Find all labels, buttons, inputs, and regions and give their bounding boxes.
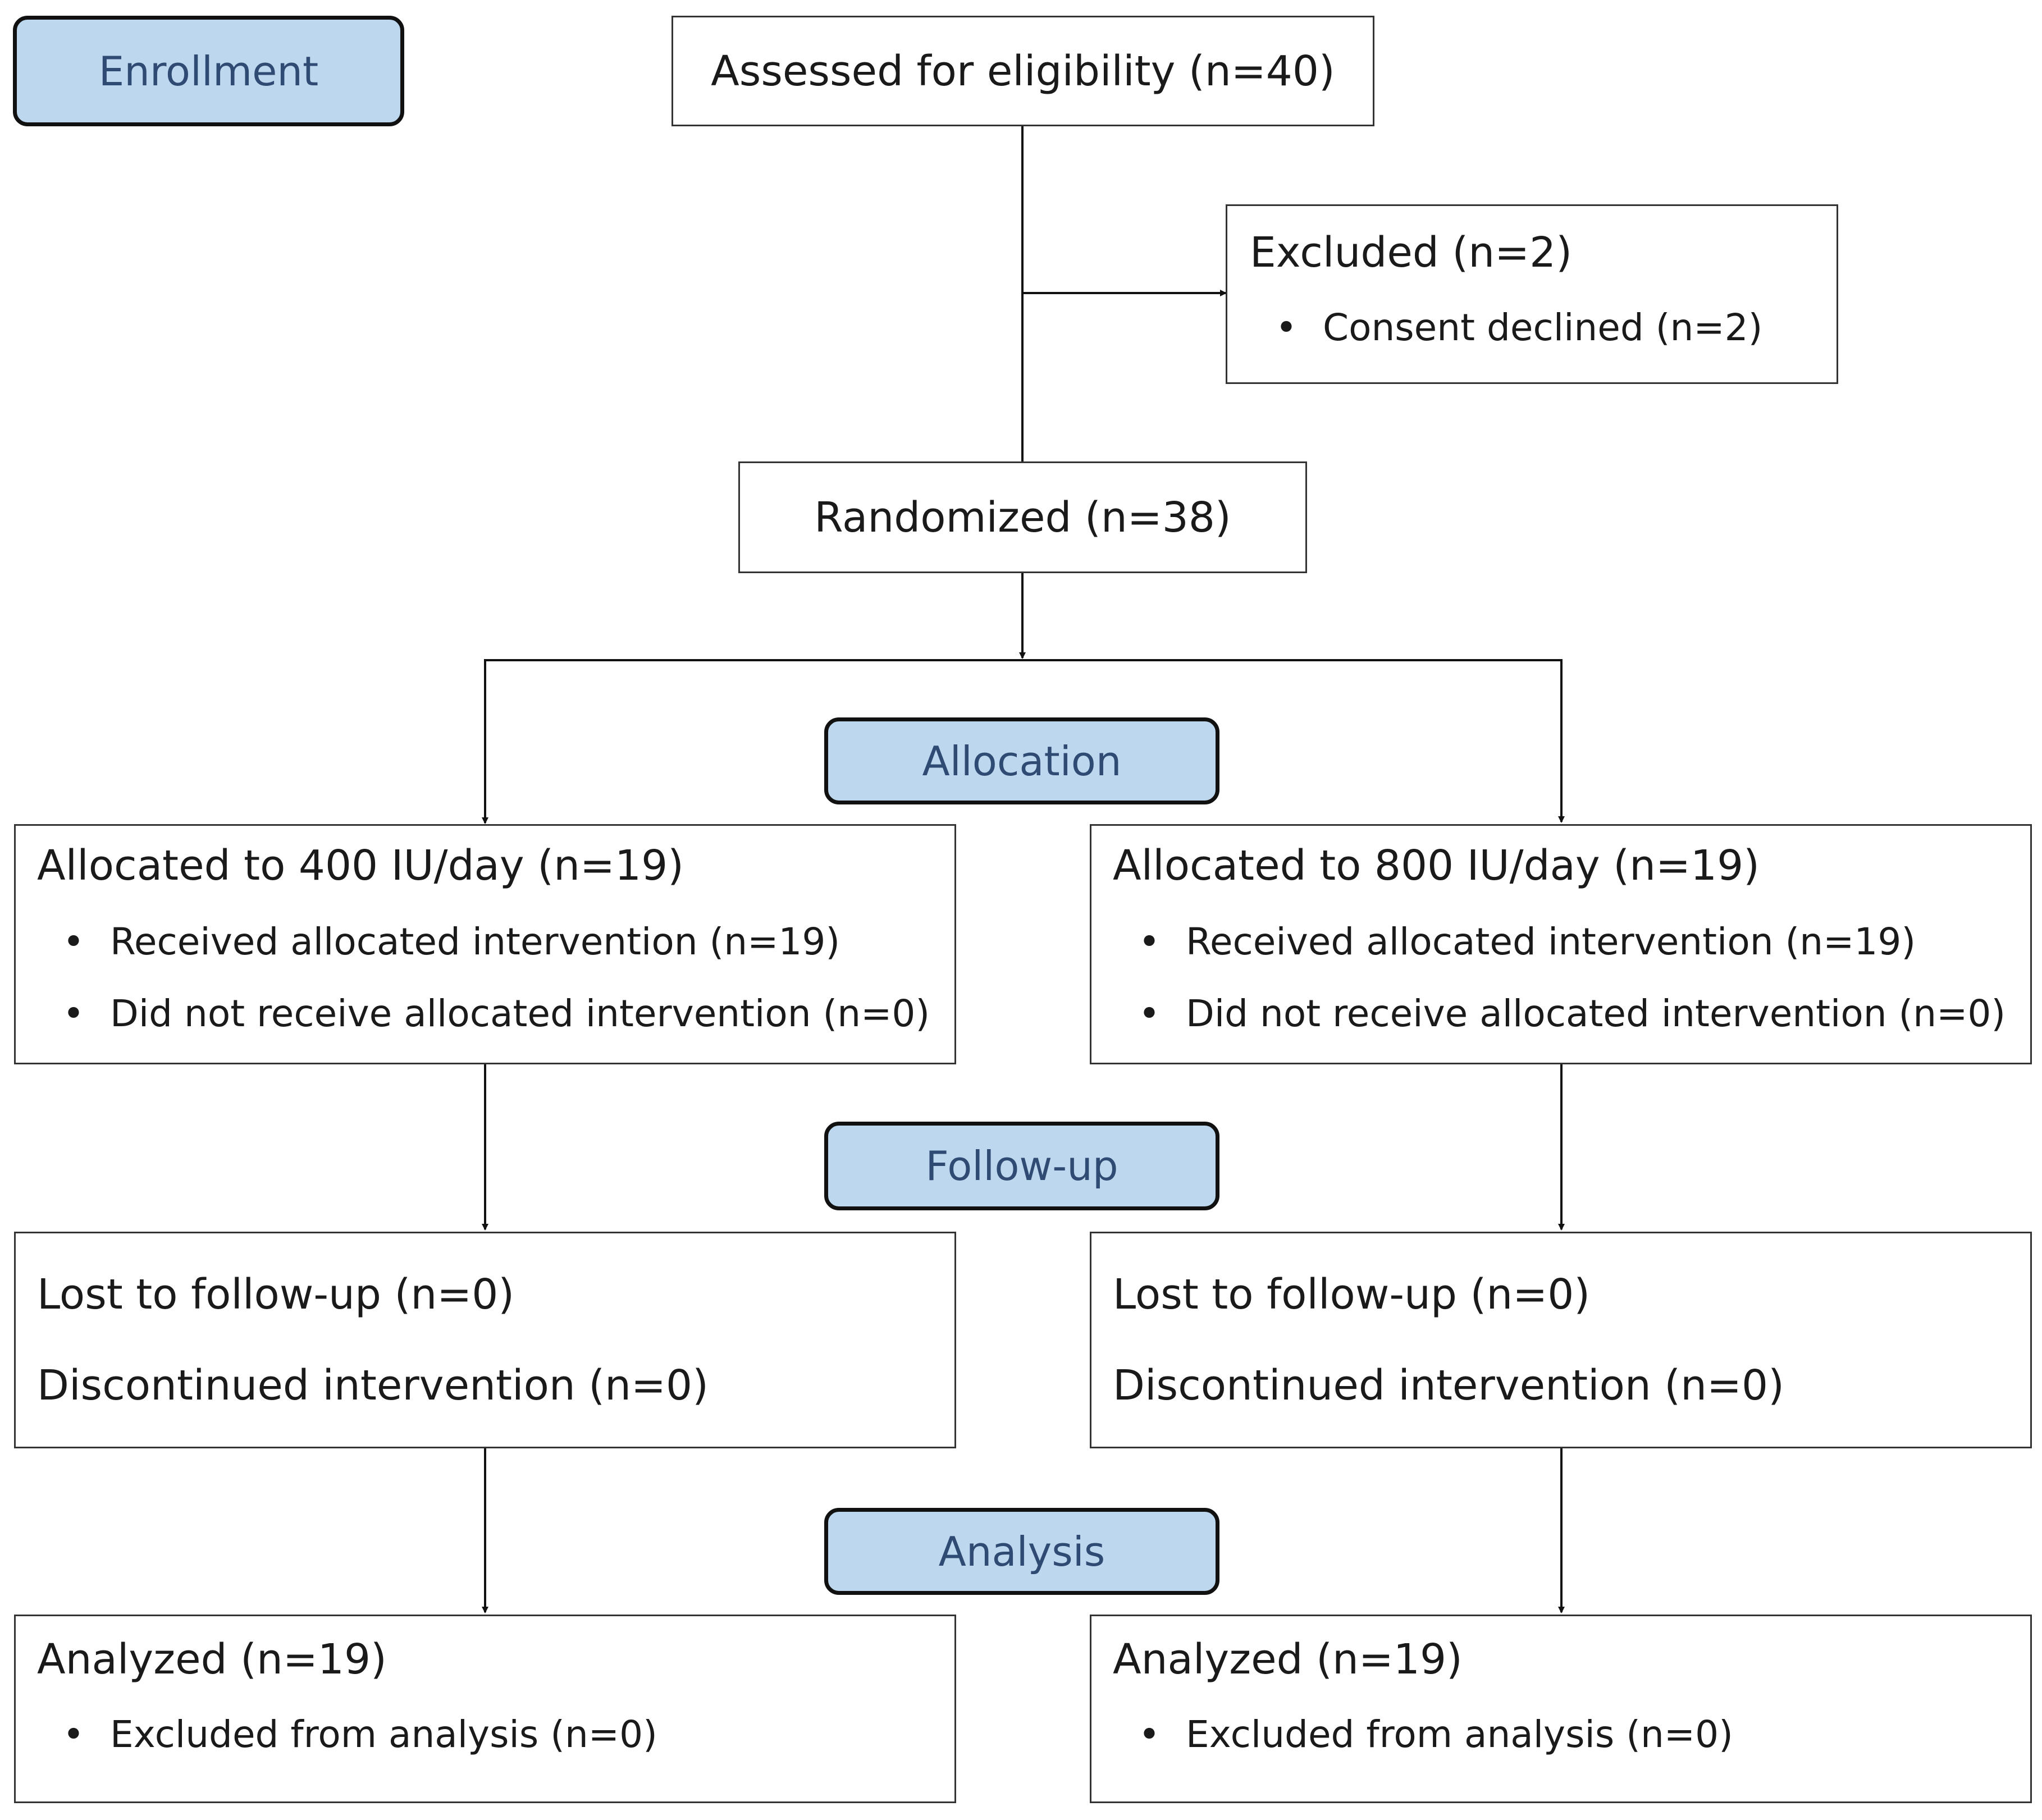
right-analysis-box: Analyzed (n=19) • Excluded from analysis … — [1090, 1615, 2032, 1803]
left-allocated-title: Allocated to 400 IU/day (n=19) — [37, 842, 684, 890]
randomized-box: Randomized (n=38) — [738, 461, 1307, 573]
left-received-item: • Received allocated intervention (n=19) — [37, 920, 840, 963]
left-excluded-analysis-text: Excluded from analysis (n=0) — [110, 1713, 657, 1756]
right-followup-box: Lost to follow-up (n=0) Discontinued int… — [1090, 1232, 2032, 1448]
assessed-text: Assessed for eligibility (n=40) — [711, 47, 1335, 95]
left-discontinued-text: Discontinued intervention (n=0) — [37, 1361, 709, 1410]
left-excluded-analysis-item: • Excluded from analysis (n=0) — [37, 1713, 657, 1756]
right-excluded-analysis-text: Excluded from analysis (n=0) — [1186, 1713, 1733, 1756]
left-not-received-item: • Did not receive allocated intervention … — [37, 992, 930, 1035]
left-received-text: Received allocated intervention (n=19) — [110, 920, 840, 963]
excluded-reason-item: • Consent declined (n=2) — [1250, 306, 1763, 349]
left-not-received-text: Did not receive allocated intervention (… — [110, 992, 930, 1035]
bullet-icon: • — [1138, 1713, 1161, 1756]
right-lost-text: Lost to follow-up (n=0) — [1113, 1270, 1591, 1319]
right-not-received-item: • Did not receive allocated intervention … — [1113, 992, 2006, 1035]
randomized-text: Randomized (n=38) — [814, 493, 1231, 542]
right-excluded-analysis-item: • Excluded from analysis (n=0) — [1113, 1713, 1733, 1756]
excluded-box: Excluded (n=2) • Consent declined (n=2) — [1226, 204, 1838, 384]
stage-label-followup: Follow-up — [824, 1122, 1219, 1210]
bullet-icon: • — [62, 920, 85, 963]
left-analyzed-title: Analyzed (n=19) — [37, 1635, 387, 1684]
excluded-reason-text: Consent declined (n=2) — [1323, 306, 1763, 349]
stage-label-analysis-text: Analysis — [938, 1528, 1105, 1575]
stage-label-allocation-text: Allocation — [922, 737, 1122, 785]
right-received-item: • Received allocated intervention (n=19) — [1113, 920, 1916, 963]
right-not-received-text: Did not receive allocated intervention (… — [1186, 992, 2006, 1035]
bullet-icon: • — [62, 992, 85, 1035]
left-lost-text: Lost to follow-up (n=0) — [37, 1270, 515, 1319]
bullet-icon: • — [1138, 920, 1161, 963]
left-followup-box: Lost to follow-up (n=0) Discontinued int… — [14, 1232, 956, 1448]
bullet-icon: • — [1138, 992, 1161, 1035]
right-received-text: Received allocated intervention (n=19) — [1186, 920, 1916, 963]
stage-label-allocation: Allocation — [824, 717, 1219, 804]
bullet-icon: • — [1275, 306, 1298, 349]
stage-label-enrollment-text: Enrollment — [98, 47, 319, 95]
stage-label-analysis: Analysis — [824, 1508, 1219, 1595]
right-allocated-title: Allocated to 800 IU/day (n=19) — [1113, 842, 1760, 890]
stage-label-enrollment: Enrollment — [13, 16, 404, 126]
excluded-title: Excluded (n=2) — [1250, 228, 1573, 277]
assessed-box: Assessed for eligibility (n=40) — [671, 16, 1374, 126]
right-allocation-box: Allocated to 800 IU/day (n=19) • Received… — [1090, 824, 2032, 1064]
bullet-icon: • — [62, 1713, 85, 1756]
right-discontinued-text: Discontinued intervention (n=0) — [1113, 1361, 1784, 1410]
right-analyzed-title: Analyzed (n=19) — [1113, 1635, 1463, 1684]
stage-label-followup-text: Follow-up — [925, 1142, 1118, 1190]
left-allocation-box: Allocated to 400 IU/day (n=19) • Received… — [14, 824, 956, 1064]
left-analysis-box: Analyzed (n=19) • Excluded from analysis … — [14, 1615, 956, 1803]
